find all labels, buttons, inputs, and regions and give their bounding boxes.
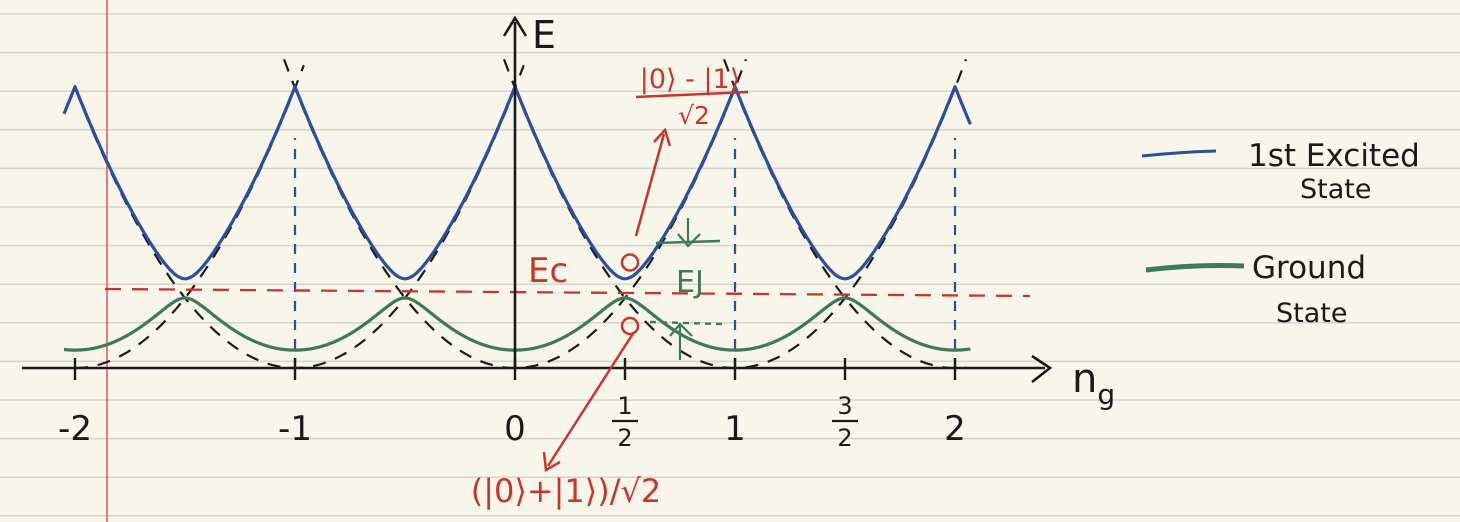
x-tick-label: 1 bbox=[724, 409, 746, 449]
x-tick-label-numerator: 3 bbox=[837, 392, 852, 420]
y-axis-label: E bbox=[532, 13, 556, 57]
symmetric-arrow bbox=[546, 331, 636, 467]
legend-excited-swatch bbox=[1141, 149, 1217, 158]
antisymmetric-state-bar bbox=[635, 90, 749, 99]
antisymmetric-arrow bbox=[634, 133, 666, 237]
x-axis-arrow bbox=[1031, 354, 1053, 384]
charge-parabola-n-2 bbox=[74, 64, 305, 370]
x-tick-label-numerator: 1 bbox=[617, 392, 632, 420]
x-tick-label: -1 bbox=[278, 409, 312, 449]
excited-state-band bbox=[62, 85, 972, 281]
charge-parabola-n2 bbox=[722, 58, 967, 370]
x-axis-label-sub: g bbox=[1097, 378, 1115, 411]
ej-label: EJ bbox=[676, 265, 704, 300]
ec-level-line bbox=[104, 287, 1031, 298]
x-tick-label: 2 bbox=[944, 409, 966, 449]
x-tick-label-denominator: 2 bbox=[837, 424, 852, 452]
x-tick-label: 0 bbox=[504, 409, 526, 449]
antisymmetric-state-denominator: √2 bbox=[678, 101, 710, 130]
ground-state-band bbox=[63, 296, 971, 352]
legend-excited-label-2: State bbox=[1300, 174, 1371, 205]
ec-label: Ec bbox=[528, 251, 568, 291]
annotations: Ec EJ |0⟩ - |1⟩ √2 (|0⟩+|1⟩)/√2 bbox=[471, 64, 749, 510]
energy-bands bbox=[62, 85, 1031, 352]
legend-ground-label-1: Ground bbox=[1252, 250, 1366, 286]
axes: Eng -2 -1 0 1 2 1 3 2 2 bbox=[22, 13, 1115, 452]
antisymmetric-arrowhead bbox=[653, 127, 672, 147]
charge-parabolas bbox=[73, 58, 968, 370]
ground-gap-marker bbox=[620, 316, 640, 336]
x-tick-label: -2 bbox=[58, 409, 92, 449]
x-axis-label: ng bbox=[1072, 356, 1115, 411]
legend-ground-swatch bbox=[1145, 263, 1245, 273]
ej-top-arrow bbox=[677, 218, 701, 248]
ej-bottom-guide bbox=[649, 320, 723, 326]
x-tick-label-denominator: 2 bbox=[617, 424, 632, 452]
excited-gap-marker bbox=[620, 253, 640, 272]
degeneracy-lines bbox=[293, 138, 957, 368]
ej-bottom-arrow bbox=[669, 322, 693, 360]
symmetric-state-label: (|0⟩+|1⟩)/√2 bbox=[471, 472, 662, 510]
y-axis-arrow bbox=[502, 15, 528, 37]
antisymmetric-state-numerator: |0⟩ - |1⟩ bbox=[640, 64, 741, 95]
legend-ground-label-2: State bbox=[1276, 298, 1347, 329]
symmetric-arrowhead bbox=[542, 451, 561, 473]
legend-excited-label-1: 1st Excited bbox=[1248, 138, 1420, 174]
